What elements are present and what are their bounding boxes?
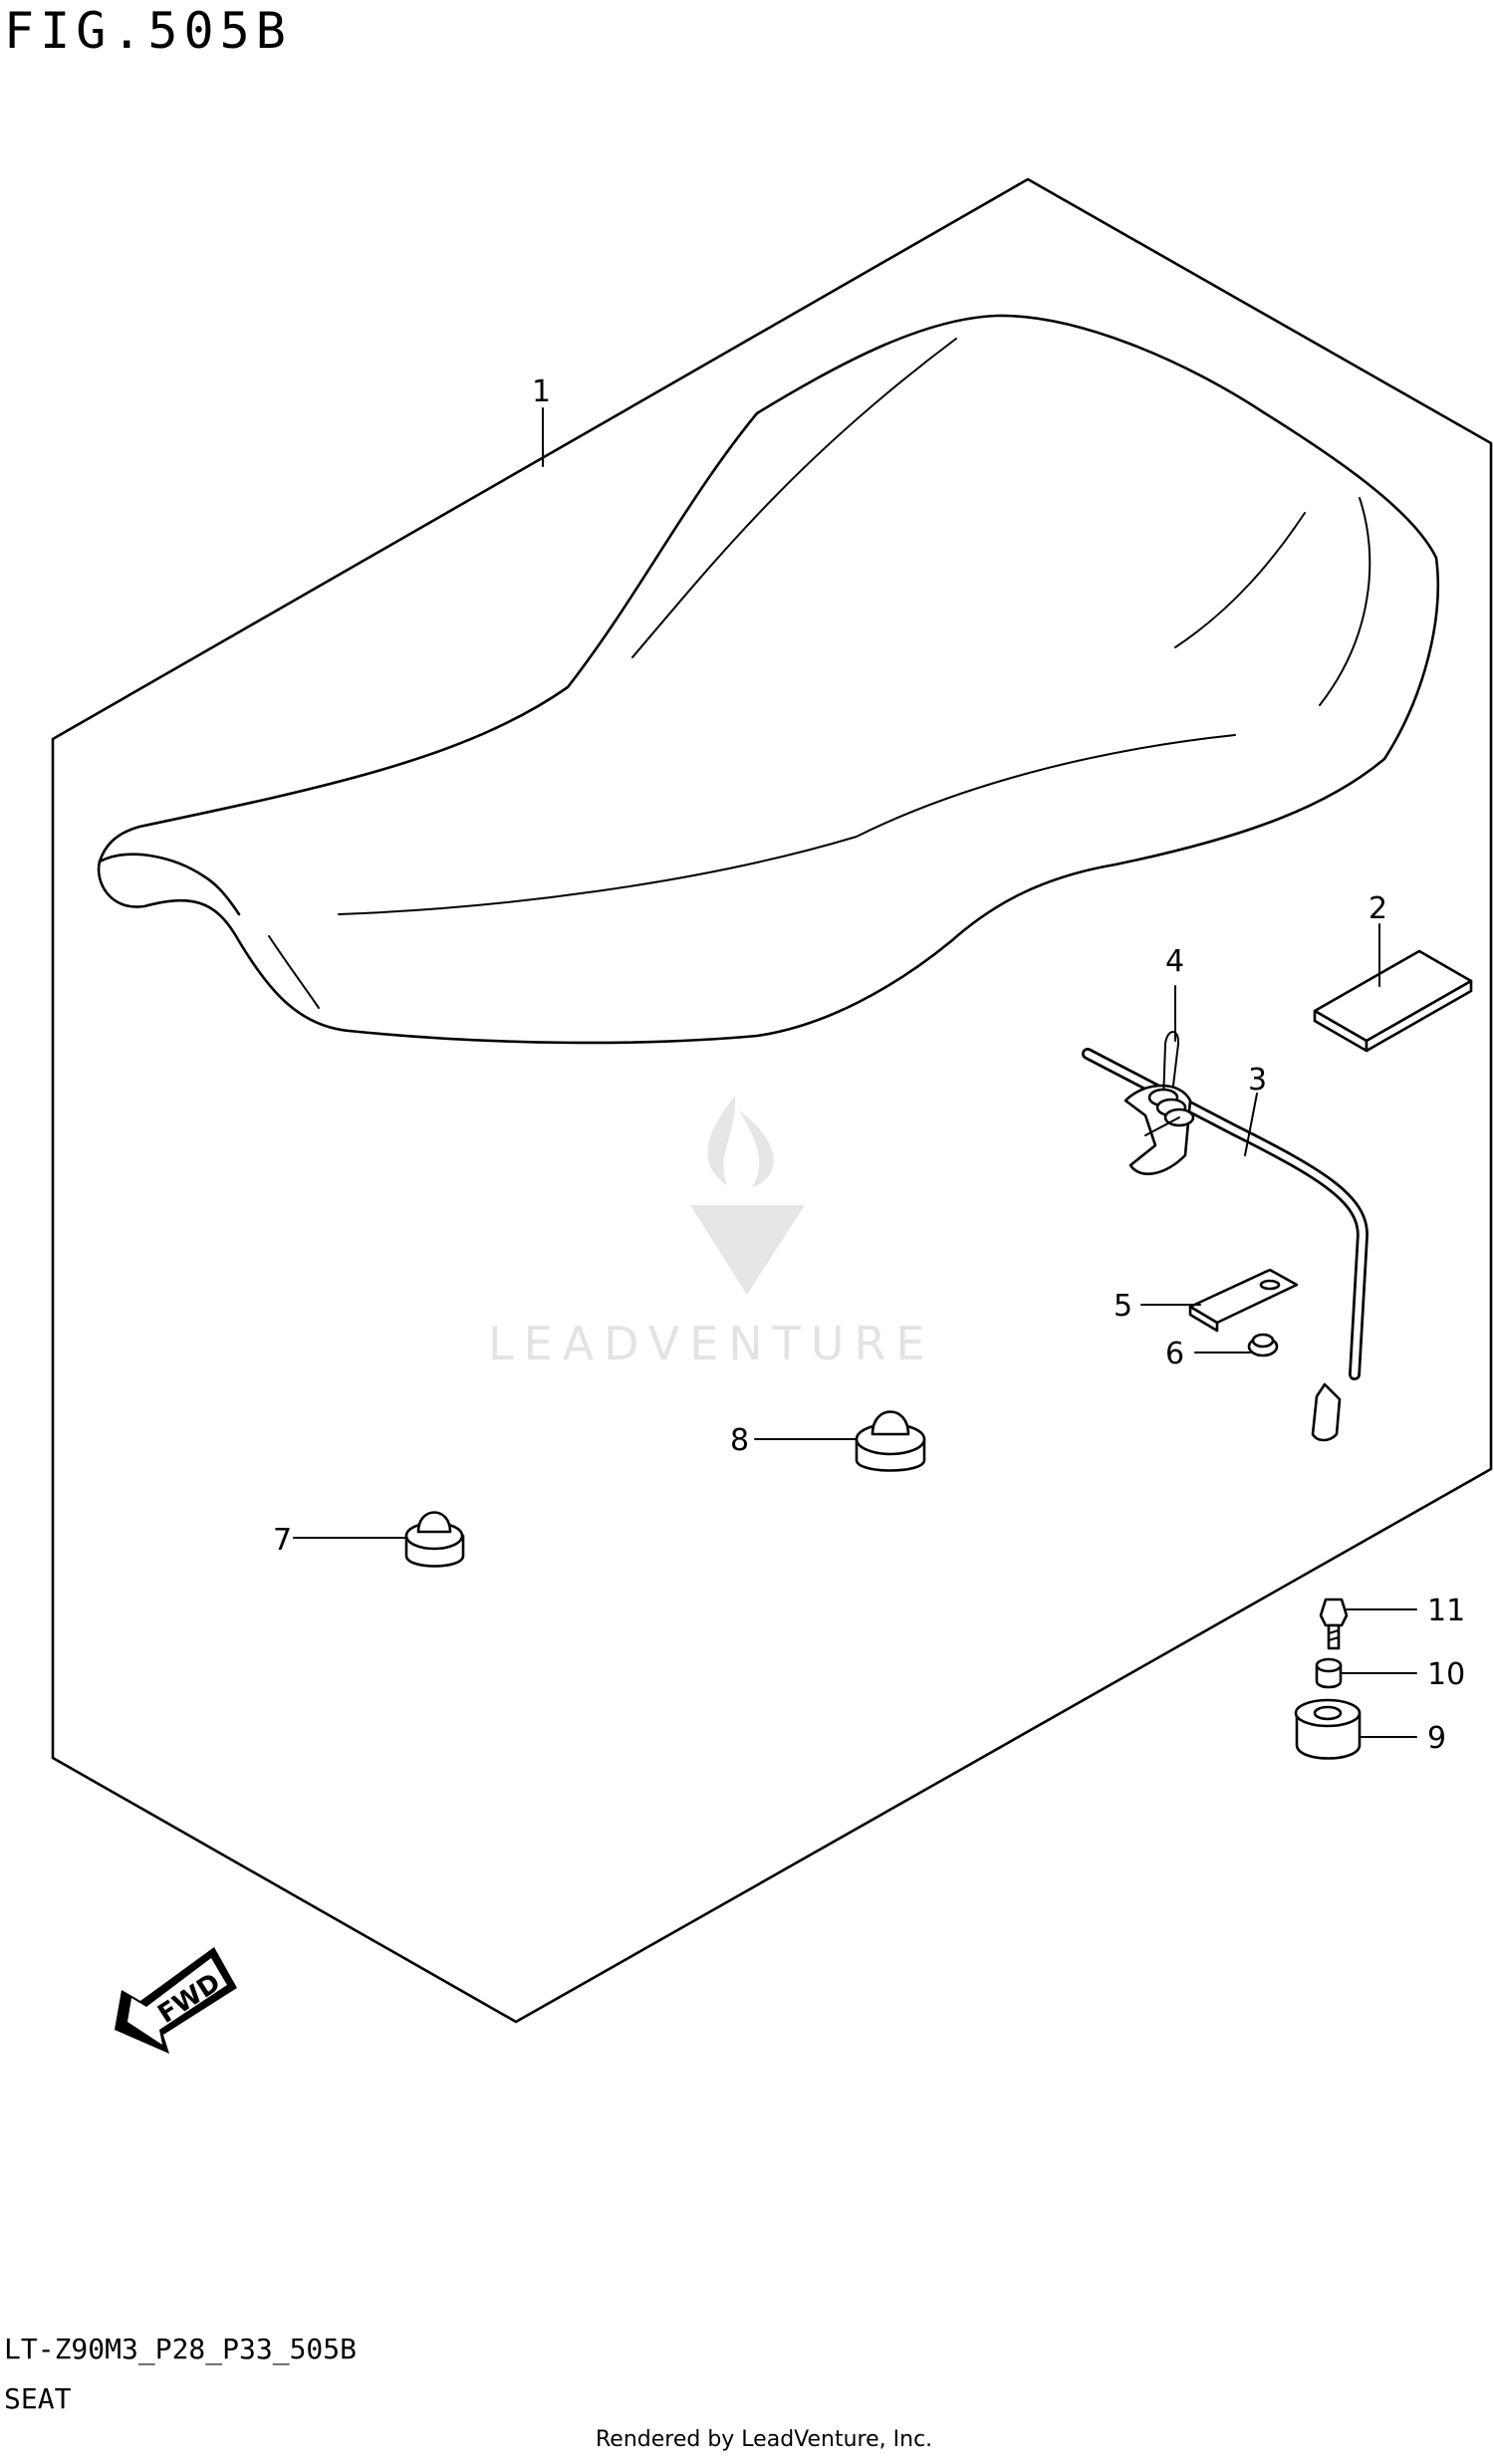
callout-11: 11 — [1427, 1594, 1465, 1628]
pad — [1313, 949, 1473, 1053]
callout-2: 2 — [1369, 891, 1387, 926]
assembly-boundary — [51, 177, 1493, 2024]
fwd-arrow-icon: FWD — [115, 1947, 237, 2054]
callout-10: 10 — [1427, 1657, 1465, 1692]
seat-lock-rod — [1082, 1048, 1370, 1442]
collar — [1315, 1657, 1343, 1689]
callout-7: 7 — [273, 1523, 292, 1558]
plate — [1188, 1268, 1299, 1333]
cushion-ring — [1294, 1698, 1362, 1760]
callout-4: 4 — [1165, 944, 1184, 979]
callout-1: 1 — [532, 374, 551, 409]
spring — [1144, 1031, 1195, 1136]
figure-title: FIG.505B — [4, 2, 292, 60]
leader-lines — [293, 407, 1417, 1738]
callout-3: 3 — [1248, 1063, 1267, 1098]
watermark-text: LEADVENTURE — [488, 1317, 935, 1370]
watermark-logo — [690, 1096, 805, 1295]
callout-8: 8 — [730, 1423, 749, 1458]
seat — [97, 314, 1440, 1045]
callout-6: 6 — [1165, 1337, 1184, 1371]
callout-9: 9 — [1427, 1721, 1446, 1756]
callout-5: 5 — [1114, 1289, 1132, 1324]
bolt — [1319, 1598, 1349, 1650]
cushion-small — [404, 1511, 465, 1568]
cushion-large — [855, 1410, 926, 1472]
figure-name: SEAT — [4, 2382, 72, 2415]
footer-credit: Rendered by LeadVenture, Inc. — [596, 2427, 933, 2452]
nut — [1247, 1333, 1279, 1357]
figure-code: LT-Z90M3_P28_P33_505B — [4, 2333, 358, 2365]
